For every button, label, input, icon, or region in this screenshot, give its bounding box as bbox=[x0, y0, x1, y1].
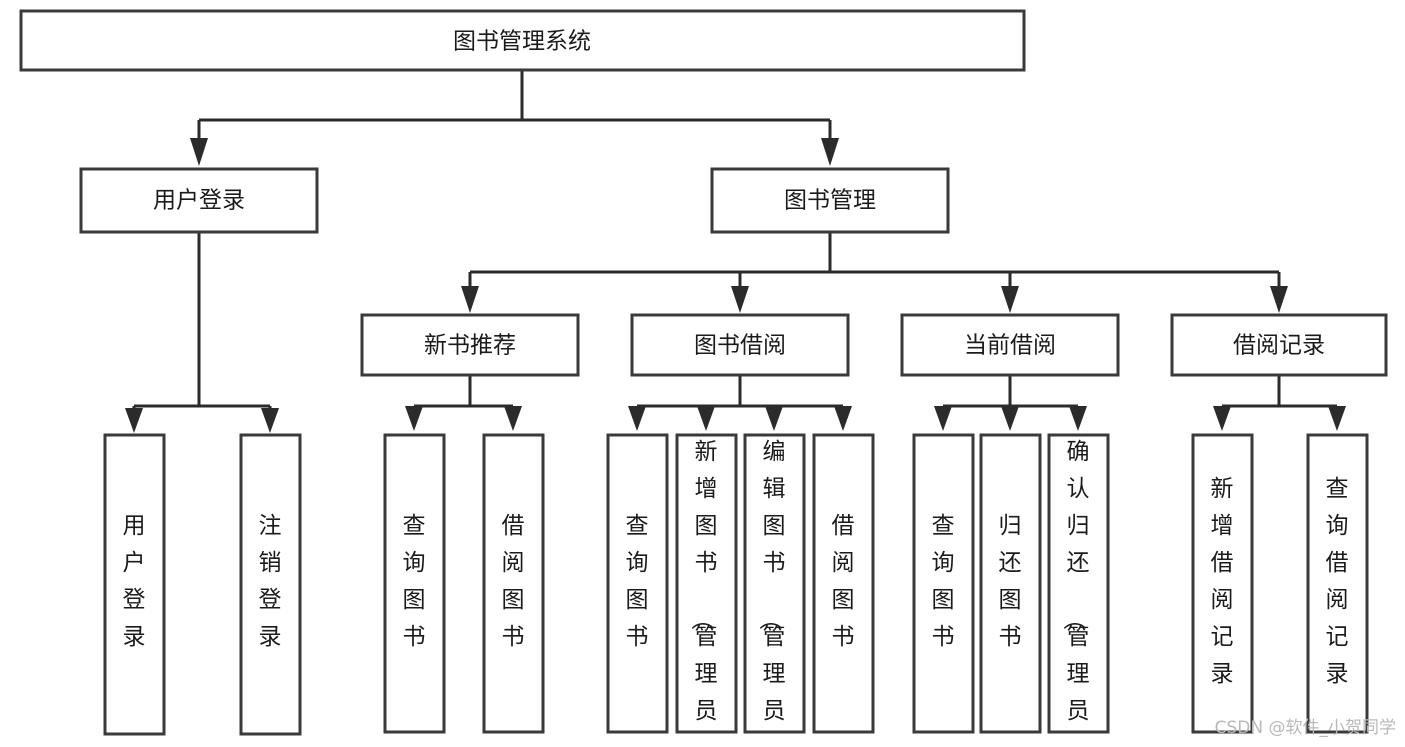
node-user-login-box[interactable] bbox=[79, 167, 319, 234]
node-leaf-query-book-2[interactable]: 查询图书 bbox=[606, 433, 669, 734]
node-new-book-recommend[interactable]: 新书推荐 bbox=[360, 313, 580, 377]
node-root-box[interactable] bbox=[19, 9, 1026, 72]
node-borrow-record-box[interactable] bbox=[1170, 313, 1388, 377]
node-current-borrow-label: 当前借阅 bbox=[964, 333, 1056, 359]
node-current-borrow-box[interactable] bbox=[900, 313, 1120, 377]
arrowhead-leaf-logout-login bbox=[261, 408, 279, 433]
node-leaf-query-borrow-record-label: 查询借阅记录 bbox=[1326, 476, 1349, 687]
node-leaf-user-login-box[interactable] bbox=[103, 433, 166, 736]
node-book-management-label: 图书管理 bbox=[784, 188, 876, 214]
node-book-management-box[interactable] bbox=[710, 167, 950, 234]
node-user-login[interactable]: 用户登录 bbox=[79, 167, 319, 234]
arrowhead-leaf-borrow-book-1 bbox=[504, 406, 522, 431]
node-leaf-query-book-3-box[interactable] bbox=[912, 433, 975, 734]
node-leaf-borrow-book-1-box[interactable] bbox=[482, 433, 545, 734]
node-leaf-return-book-label: 归还图书 bbox=[999, 513, 1022, 650]
node-leaf-borrow-book-2[interactable]: 借阅图书 bbox=[812, 433, 875, 734]
arrowhead-leaf-query-borrow-record bbox=[1328, 406, 1346, 431]
node-leaf-logout-login-label: 注销登录 bbox=[259, 513, 282, 650]
node-leaf-return-book[interactable]: 归还图书 bbox=[979, 433, 1042, 734]
node-leaf-query-borrow-record[interactable]: 查询借阅记录 bbox=[1306, 433, 1369, 734]
arrowhead-leaf-query-book-3 bbox=[934, 406, 952, 431]
node-root[interactable]: 图书管理系统 bbox=[19, 9, 1026, 72]
node-leaf-confirm-return-admin-box[interactable] bbox=[1047, 433, 1110, 734]
arrowhead-leaf-query-book-1 bbox=[405, 406, 423, 431]
arrowhead-leaf-add-book-admin bbox=[697, 406, 715, 431]
node-leaf-logout-login-box[interactable] bbox=[239, 433, 302, 736]
arrowhead-leaf-add-borrow-record bbox=[1213, 406, 1231, 431]
node-leaf-query-book-2-label: 查询图书 bbox=[626, 513, 649, 650]
arrowhead-borrow-record bbox=[1270, 286, 1288, 313]
node-leaf-query-book-1-box[interactable] bbox=[383, 433, 446, 734]
arrowhead-book-borrow bbox=[731, 286, 749, 313]
node-root-label: 图书管理系统 bbox=[453, 29, 591, 55]
arrowhead-leaf-return-book bbox=[1001, 406, 1019, 431]
node-leaf-query-book-1[interactable]: 查询图书 bbox=[383, 433, 446, 734]
node-current-borrow[interactable]: 当前借阅 bbox=[900, 313, 1120, 377]
node-leaf-add-book-admin-label: 新增图书（管理员） bbox=[689, 439, 718, 747]
node-leaf-user-login[interactable]: 用户登录 bbox=[103, 433, 166, 736]
node-leaf-edit-book-admin[interactable]: 编辑图书（管理员） bbox=[743, 433, 806, 747]
arrowhead-leaf-edit-book-admin bbox=[765, 406, 783, 431]
node-borrow-record-label: 借阅记录 bbox=[1233, 333, 1325, 359]
arrowhead-book-management bbox=[821, 138, 839, 166]
node-new-book-recommend-box[interactable] bbox=[360, 313, 580, 377]
node-new-book-recommend-label: 新书推荐 bbox=[424, 333, 516, 359]
node-leaf-user-login-label: 用户登录 bbox=[123, 513, 146, 650]
node-book-borrow-box[interactable] bbox=[630, 313, 850, 377]
node-leaf-borrow-book-2-box[interactable] bbox=[812, 433, 875, 734]
node-borrow-record[interactable]: 借阅记录 bbox=[1170, 313, 1388, 377]
node-leaf-confirm-return-admin[interactable]: 确认归还（管理员） bbox=[1047, 433, 1110, 747]
node-leaf-logout-login[interactable]: 注销登录 bbox=[239, 433, 302, 736]
node-leaf-query-book-2-box[interactable] bbox=[606, 433, 669, 734]
node-leaf-edit-book-admin-label: 编辑图书（管理员） bbox=[757, 439, 786, 747]
node-leaf-query-borrow-record-box[interactable] bbox=[1306, 433, 1369, 734]
arrowhead-new-book-recommend bbox=[461, 286, 479, 313]
node-leaf-query-book-3-label: 查询图书 bbox=[932, 513, 955, 650]
arrowhead-user-login bbox=[190, 138, 208, 166]
node-leaf-add-borrow-record-label: 新增借阅记录 bbox=[1211, 476, 1234, 687]
arrowhead-leaf-confirm-return bbox=[1069, 406, 1087, 431]
watermark-label: CSDN @软件_小贺同学 bbox=[1215, 718, 1396, 738]
node-leaf-query-book-3[interactable]: 查询图书 bbox=[912, 433, 975, 734]
arrowhead-current-borrow bbox=[1001, 286, 1019, 313]
node-leaf-query-book-1-label: 查询图书 bbox=[403, 513, 426, 650]
arrowhead-leaf-query-book-2 bbox=[628, 406, 646, 431]
node-leaf-borrow-book-2-label: 借阅图书 bbox=[832, 513, 855, 650]
node-book-borrow-label: 图书借阅 bbox=[694, 333, 786, 359]
node-leaf-add-borrow-record[interactable]: 新增借阅记录 bbox=[1191, 433, 1254, 734]
arrowhead-leaf-borrow-book-2 bbox=[834, 406, 852, 431]
connector-layer bbox=[125, 70, 1346, 433]
node-leaf-borrow-book-1[interactable]: 借阅图书 bbox=[482, 433, 545, 734]
node-leaf-borrow-book-1-label: 借阅图书 bbox=[502, 513, 525, 650]
arrowhead-leaf-user-login bbox=[125, 408, 143, 433]
node-book-borrow[interactable]: 图书借阅 bbox=[630, 313, 850, 377]
node-book-management[interactable]: 图书管理 bbox=[710, 167, 950, 234]
node-leaf-confirm-return-admin-label: 确认归还（管理员） bbox=[1061, 439, 1090, 747]
node-leaf-add-book-admin-box[interactable] bbox=[675, 433, 738, 734]
node-leaf-return-book-box[interactable] bbox=[979, 433, 1042, 734]
node-user-login-label: 用户登录 bbox=[153, 188, 245, 214]
node-leaf-add-borrow-record-box[interactable] bbox=[1191, 433, 1254, 734]
node-leaf-add-book-admin[interactable]: 新增图书（管理员） bbox=[675, 433, 738, 747]
node-leaf-edit-book-admin-box[interactable] bbox=[743, 433, 806, 734]
